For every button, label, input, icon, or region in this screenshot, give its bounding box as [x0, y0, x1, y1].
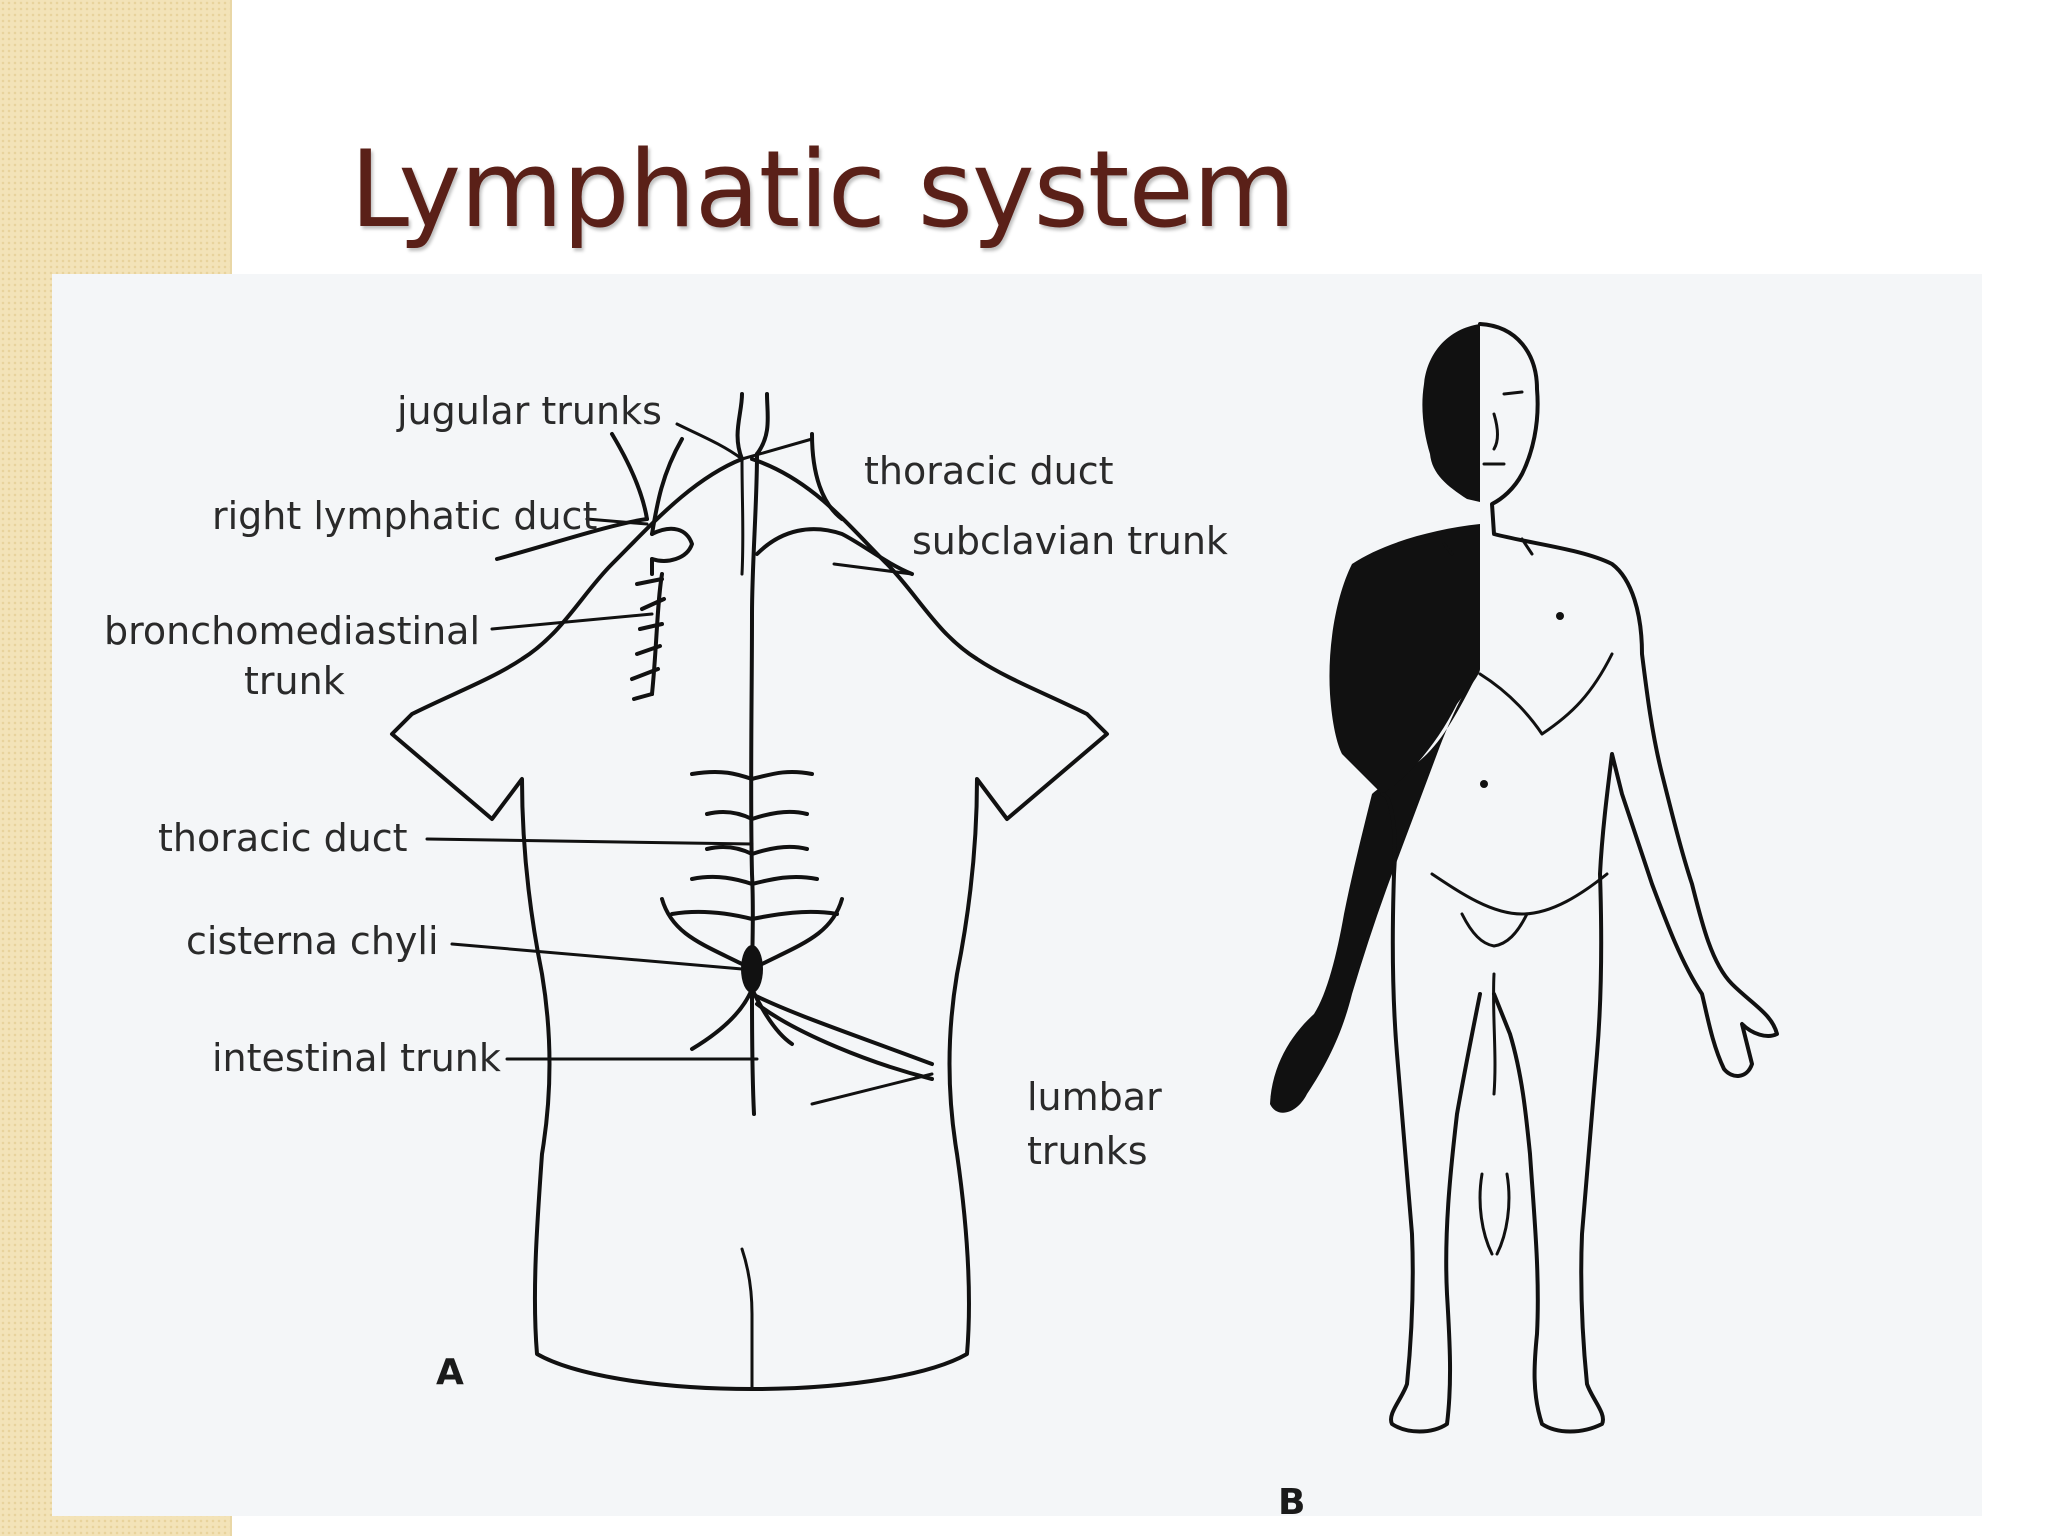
- label-intestinal-trunk: intestinal trunk: [212, 1036, 501, 1080]
- label-jugular-trunks: jugular trunks: [396, 389, 662, 433]
- label-lumbar: lumbar: [1027, 1075, 1162, 1119]
- panel-letter-b: B: [1278, 1482, 1305, 1516]
- torso-outline: [390, 457, 1109, 1391]
- label-lumbar-trunks: trunks: [1027, 1129, 1148, 1173]
- panel-a-labels: jugular trunks thoracic duct right lymph…: [104, 389, 1228, 1393]
- panel-letter-a: A: [436, 1352, 464, 1393]
- label-thoracic-duct: thoracic duct: [158, 816, 408, 860]
- cisterna-chyli-mark: [741, 945, 763, 993]
- label-right-lymphatic-duct: right lymphatic duct: [212, 494, 597, 538]
- slide-title: Lymphatic system: [350, 128, 1296, 251]
- body-shaded-region: [1270, 324, 1480, 1113]
- label-cisterna-chyli: cisterna chyli: [186, 919, 439, 963]
- lymph-vessels: [495, 392, 934, 1116]
- diagram-svg: jugular trunks thoracic duct right lymph…: [104, 322, 1779, 1516]
- body-outline: [1380, 322, 1779, 1434]
- label-subclavian-trunk: subclavian trunk: [912, 519, 1228, 563]
- leader-lines: [425, 422, 934, 1106]
- panel-b-labels: B: [1278, 1482, 1305, 1516]
- label-bronchomediastinal: bronchomediastinal: [104, 609, 480, 653]
- label-bronchomediastinal-trunk: trunk: [244, 659, 345, 703]
- label-thoracic-duct-top: thoracic duct: [864, 449, 1114, 493]
- lymphatic-diagram: jugular trunks thoracic duct right lymph…: [52, 274, 1982, 1516]
